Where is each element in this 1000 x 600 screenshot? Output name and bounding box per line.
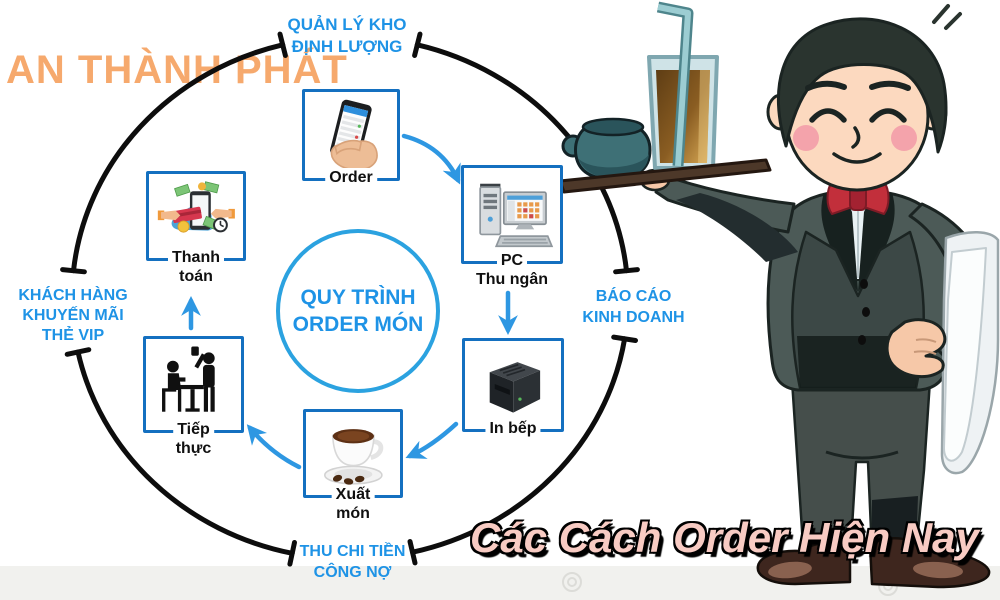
page-title: Các Cách Order Hiện Nay xyxy=(470,514,979,561)
left-eye-closed xyxy=(809,108,847,123)
straw xyxy=(657,4,691,167)
arrow-inbep-to-xuatmon xyxy=(405,421,459,459)
flow-arrows xyxy=(181,133,518,470)
arrow-xuatmon-to-tiepthuc xyxy=(246,424,302,470)
pos-computer-icon xyxy=(479,183,553,247)
right-eye-closed xyxy=(869,108,907,123)
step-box-order: Order xyxy=(302,89,400,187)
process-title-line1: QUY TRÌNH xyxy=(300,286,416,309)
step-label-order: Order xyxy=(325,168,377,187)
arrow-order-to-pc xyxy=(401,133,461,185)
step-label-in-bep: In bếp xyxy=(485,419,541,438)
step-box-in-bep: In bếp xyxy=(462,338,564,438)
left-eyebrow xyxy=(805,80,847,91)
smile xyxy=(832,152,882,164)
cycle-oval-arcs xyxy=(60,31,640,567)
hair xyxy=(776,17,948,154)
table-service-icon xyxy=(161,346,215,413)
right-eyebrow xyxy=(869,80,911,91)
payment-icon xyxy=(157,181,235,233)
smartphone-order-icon xyxy=(329,99,378,171)
waiter-illustration xyxy=(558,1,1000,589)
watermark-text: AN THÀNH PHÁT xyxy=(6,48,348,92)
process-title-line2: ORDER MÓN xyxy=(292,313,424,336)
nose xyxy=(851,126,861,149)
process-title-circle: QUY TRÌNH ORDER MÓN xyxy=(276,229,440,393)
kitchen-printer-icon xyxy=(489,362,540,413)
hand-on-hip xyxy=(885,318,947,378)
coffee-cup-icon xyxy=(323,428,383,485)
drinks-tray xyxy=(558,1,772,194)
